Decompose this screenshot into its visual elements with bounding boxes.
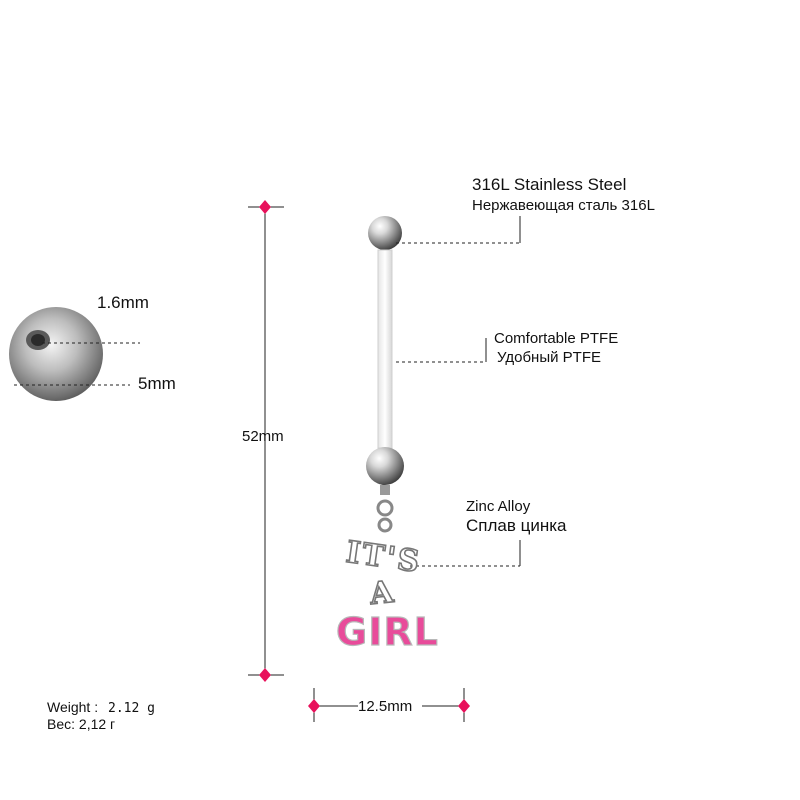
weight-en-label: Weight :	[47, 699, 99, 715]
charm-line-a: A	[367, 574, 396, 613]
charm-line-girl: GIRL	[335, 609, 439, 654]
zinc-label-ru: Сплав цинка	[466, 516, 567, 535]
width-label: 12.5mm	[358, 698, 413, 715]
steel-label-en: 316L Stainless Steel	[472, 175, 627, 194]
marker-left-icon	[308, 699, 320, 713]
top-ball	[368, 216, 521, 250]
steel-label-ru: Нержавеющая сталь 316L	[472, 197, 655, 214]
weight-ru: Вес: 2,12 г	[47, 716, 116, 732]
bottom-ball	[366, 447, 404, 533]
marker-right-icon	[458, 699, 470, 713]
length-dimension-line	[248, 200, 284, 682]
ptfe-bar	[377, 249, 487, 449]
ball-diameter-size: 5mm	[138, 374, 176, 393]
ball-thread-size: 1.6mm	[97, 293, 149, 312]
weight-en-value: 2.12 g	[108, 701, 155, 716]
marker-top-icon	[259, 200, 271, 214]
length-label: 52mm	[242, 428, 284, 445]
zinc-label-en: Zinc Alloy	[466, 498, 531, 515]
width-dimension-line	[308, 688, 470, 722]
ptfe-label-en: Comfortable PTFE	[494, 330, 619, 347]
weight-en: Weight : 2.12 g	[47, 699, 155, 716]
marker-bottom-icon	[259, 668, 271, 682]
ball-end-detail	[9, 307, 140, 401]
ptfe-label-ru: Удобный PTFE	[497, 349, 601, 366]
